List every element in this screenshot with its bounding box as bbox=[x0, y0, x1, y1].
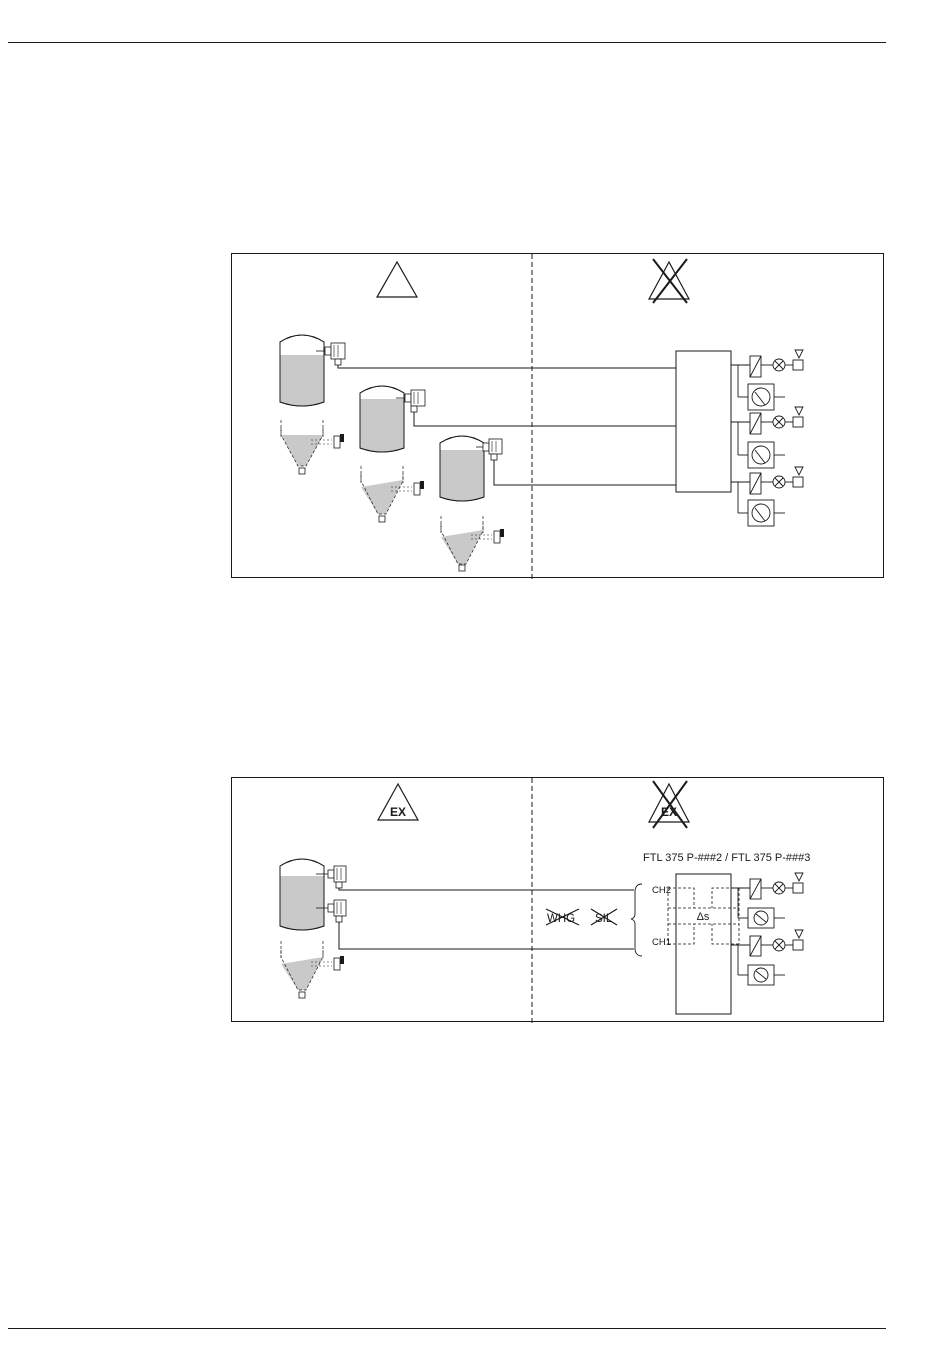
hopper-2 bbox=[361, 466, 424, 522]
crossed-whg-label: WHG bbox=[546, 909, 579, 925]
footer-rule bbox=[8, 1328, 886, 1329]
output-channels bbox=[731, 873, 803, 985]
tank-1 bbox=[280, 335, 324, 406]
ex-label-left: EX bbox=[390, 805, 406, 819]
evaluation-unit-box bbox=[676, 351, 731, 492]
svg-text:WHG: WHG bbox=[547, 913, 575, 925]
device-title: FTL 375 P-###2 / FTL 375 P-###3 bbox=[643, 852, 810, 864]
evaluation-unit-box: Δs bbox=[668, 874, 739, 1014]
crossed-sil-label: SIL bbox=[591, 909, 617, 925]
delta-s-label: Δs bbox=[697, 911, 710, 923]
signal-wires bbox=[339, 888, 634, 949]
tank-2 bbox=[360, 386, 404, 452]
header-rule bbox=[8, 42, 886, 43]
hopper bbox=[281, 941, 344, 998]
hopper-1 bbox=[281, 420, 344, 474]
output-channels bbox=[731, 350, 803, 526]
svg-text:SIL: SIL bbox=[595, 913, 613, 925]
figure-1-multi-tank-wiring-diagram bbox=[231, 253, 884, 578]
figure-2-dual-channel-ex-diagram: EX EX FTL 375 P-###2 / FTL 375 P-###3 bbox=[231, 777, 884, 1022]
channel-brace bbox=[631, 884, 642, 956]
crossed-ex-hazard-triangle-icon: EX bbox=[649, 781, 689, 828]
crossed-out-hazard-triangle-icon bbox=[649, 259, 689, 303]
tank bbox=[280, 859, 324, 930]
hazard-warning-triangle-icon bbox=[377, 262, 417, 297]
hopper-3 bbox=[441, 516, 504, 571]
tank-3 bbox=[440, 436, 484, 501]
ex-hazard-triangle-icon: EX bbox=[378, 784, 418, 820]
